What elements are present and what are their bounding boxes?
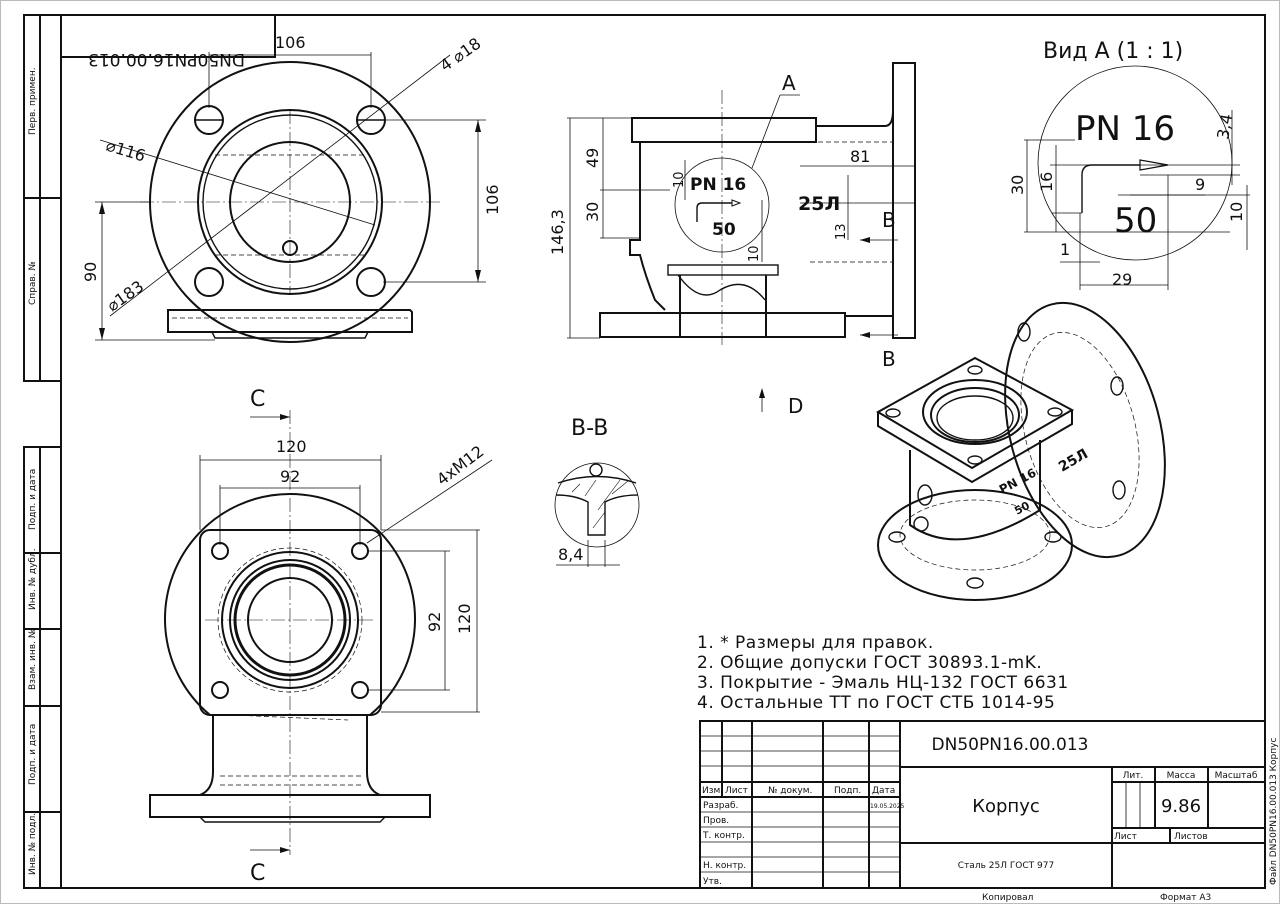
tb-sheets-label: Листов <box>1174 832 1208 842</box>
mark-dn: 50 <box>712 220 736 240</box>
dim-10b: 10 <box>747 245 762 262</box>
side-strip-bottom: Подп. и дата Инв. № дубл. Взам. инв. № П… <box>23 446 62 889</box>
side-strip-label: Подп. и дата <box>28 469 38 530</box>
note-item: 4. Остальные ТТ по ГОСТ СТБ 1014-95 <box>697 693 1055 713</box>
tb-part-name: Корпус <box>972 796 1040 817</box>
section-bb: B-B 8,4 <box>554 416 640 567</box>
side-strip-label: Взам. инв. № <box>28 629 38 690</box>
detail-dim-30: 30 <box>1008 175 1027 195</box>
top-view: C C <box>149 387 493 886</box>
mirrored-designation-box: DN50PN16.00.013 <box>60 14 276 69</box>
tb-designation: DN50PN16.00.013 <box>932 735 1089 755</box>
detail-mark-dn: 50 <box>1114 201 1157 241</box>
iso-mark-mat: 25Л <box>1056 446 1091 475</box>
mirrored-designation: DN50PN16.00.013 <box>88 49 245 69</box>
detail-view-a: Вид А (1 : 1) PN 16 50 30 16 9 10 1 29 3… <box>1008 39 1250 290</box>
dim-120-h: 120 <box>455 603 474 634</box>
dim-92-h: 92 <box>425 612 444 632</box>
dim-10a: 10 <box>672 171 687 188</box>
dim-8-4: 8,4 <box>558 545 583 564</box>
tb-header: Дата <box>872 786 895 796</box>
dim-30: 30 <box>583 202 602 222</box>
tb-row-date: 19.05.2025 <box>870 803 905 810</box>
side-strip-label: Инв. № дубл. <box>28 548 38 610</box>
dim-49: 49 <box>583 148 602 168</box>
format-label: Формат А3 <box>1160 893 1211 903</box>
front-view: 106 106 4 ⌀18 ⌀116 ⌀183 90 <box>81 33 502 343</box>
dim-92-w: 92 <box>280 467 300 486</box>
dim-90: 90 <box>81 262 100 282</box>
section-c-label: C <box>250 387 265 412</box>
tb-header: Подп. <box>834 786 861 796</box>
tb-sheet-label: Лист <box>1114 832 1137 842</box>
note-item: 2. Общие допуски ГОСТ 30893.1-mK. <box>697 653 1042 673</box>
tb-mass-value: 9.86 <box>1161 796 1201 817</box>
dim-d116: ⌀116 <box>104 136 148 166</box>
tb-scale-label: Масштаб <box>1215 771 1258 781</box>
side-strip-label: Справ. № <box>28 261 38 305</box>
callout-a: A <box>782 71 796 95</box>
dim-106-h: 106 <box>275 33 306 52</box>
mark-mat: 25Л <box>798 193 840 215</box>
tb-lit-label: Лит. <box>1123 771 1144 781</box>
section-b-label: B <box>882 208 896 232</box>
tb-header: Изм. <box>702 786 723 796</box>
iso-mark-dn: 50 <box>1012 499 1032 518</box>
dim-thread: 4xM12 <box>433 442 487 490</box>
note-item: 1. * Размеры для правок. <box>697 633 934 653</box>
section-bb-title: B-B <box>571 416 608 441</box>
tb-row-label: Разраб. <box>703 801 738 811</box>
dim-holes: 4 ⌀18 <box>436 34 484 76</box>
tb-row-label: Т. контр. <box>702 831 745 841</box>
section-b-label: B <box>882 347 896 371</box>
detail-mark-pn: PN 16 <box>1075 109 1175 149</box>
side-strip-label: Подп. и дата <box>28 724 38 785</box>
detail-a-title: Вид А (1 : 1) <box>1043 39 1183 64</box>
copied-label: Копировал <box>982 893 1033 903</box>
tb-row-label: Утв. <box>703 877 722 887</box>
view-d-label: D <box>788 394 803 418</box>
detail-dim-9: 9 <box>1195 175 1205 194</box>
dim-120-w: 120 <box>276 437 307 456</box>
dim-13: 13 <box>834 223 849 240</box>
isometric-view: PN 16 50 25Л <box>875 301 1166 601</box>
mark-pn: PN 16 <box>690 175 746 195</box>
note-item: 3. Покрытие - Эмаль НЦ-132 ГОСТ 6631 <box>697 673 1069 693</box>
tb-row-label: Н. контр. <box>703 861 746 871</box>
title-block: Изм. Лист № докум. Подп. Дата Разраб. 19… <box>699 720 1279 903</box>
dim-81: 81 <box>850 147 870 166</box>
dim-146-3: 146,3 <box>548 209 567 255</box>
dim-d183: ⌀183 <box>103 277 147 316</box>
tb-row-label: Пров. <box>703 816 729 826</box>
dim-106-v: 106 <box>483 184 502 215</box>
detail-dim-10: 10 <box>1227 202 1246 222</box>
detail-dim-16: 16 <box>1037 172 1056 192</box>
tb-header: Лист <box>725 786 748 796</box>
side-view: A PN 16 50 25Л 146,3 49 30 10 10 81 13 B… <box>548 62 916 418</box>
side-strip-label: Инв. № подл. <box>28 813 38 875</box>
side-strip-label: Перв. примен. <box>28 67 38 135</box>
tb-header: № докум. <box>768 786 812 796</box>
detail-dim-3-4: 3,4 <box>1213 112 1236 140</box>
file-label: Файл DN50PN16.00.013 Корпус <box>1269 738 1279 885</box>
detail-dim-1: 1 <box>1060 240 1070 259</box>
side-strip-top: Перв. примен. Справ. № <box>23 14 62 382</box>
section-c-label: C <box>250 861 265 886</box>
detail-dim-29: 29 <box>1112 270 1132 289</box>
iso-mark-pn: PN 16 <box>997 466 1039 497</box>
technical-notes: 1. * Размеры для правок. 2. Общие допуск… <box>697 633 1069 713</box>
tb-mass-label: Масса <box>1167 771 1196 781</box>
tb-material: Сталь 25Л ГОСТ 977 <box>958 861 1054 871</box>
